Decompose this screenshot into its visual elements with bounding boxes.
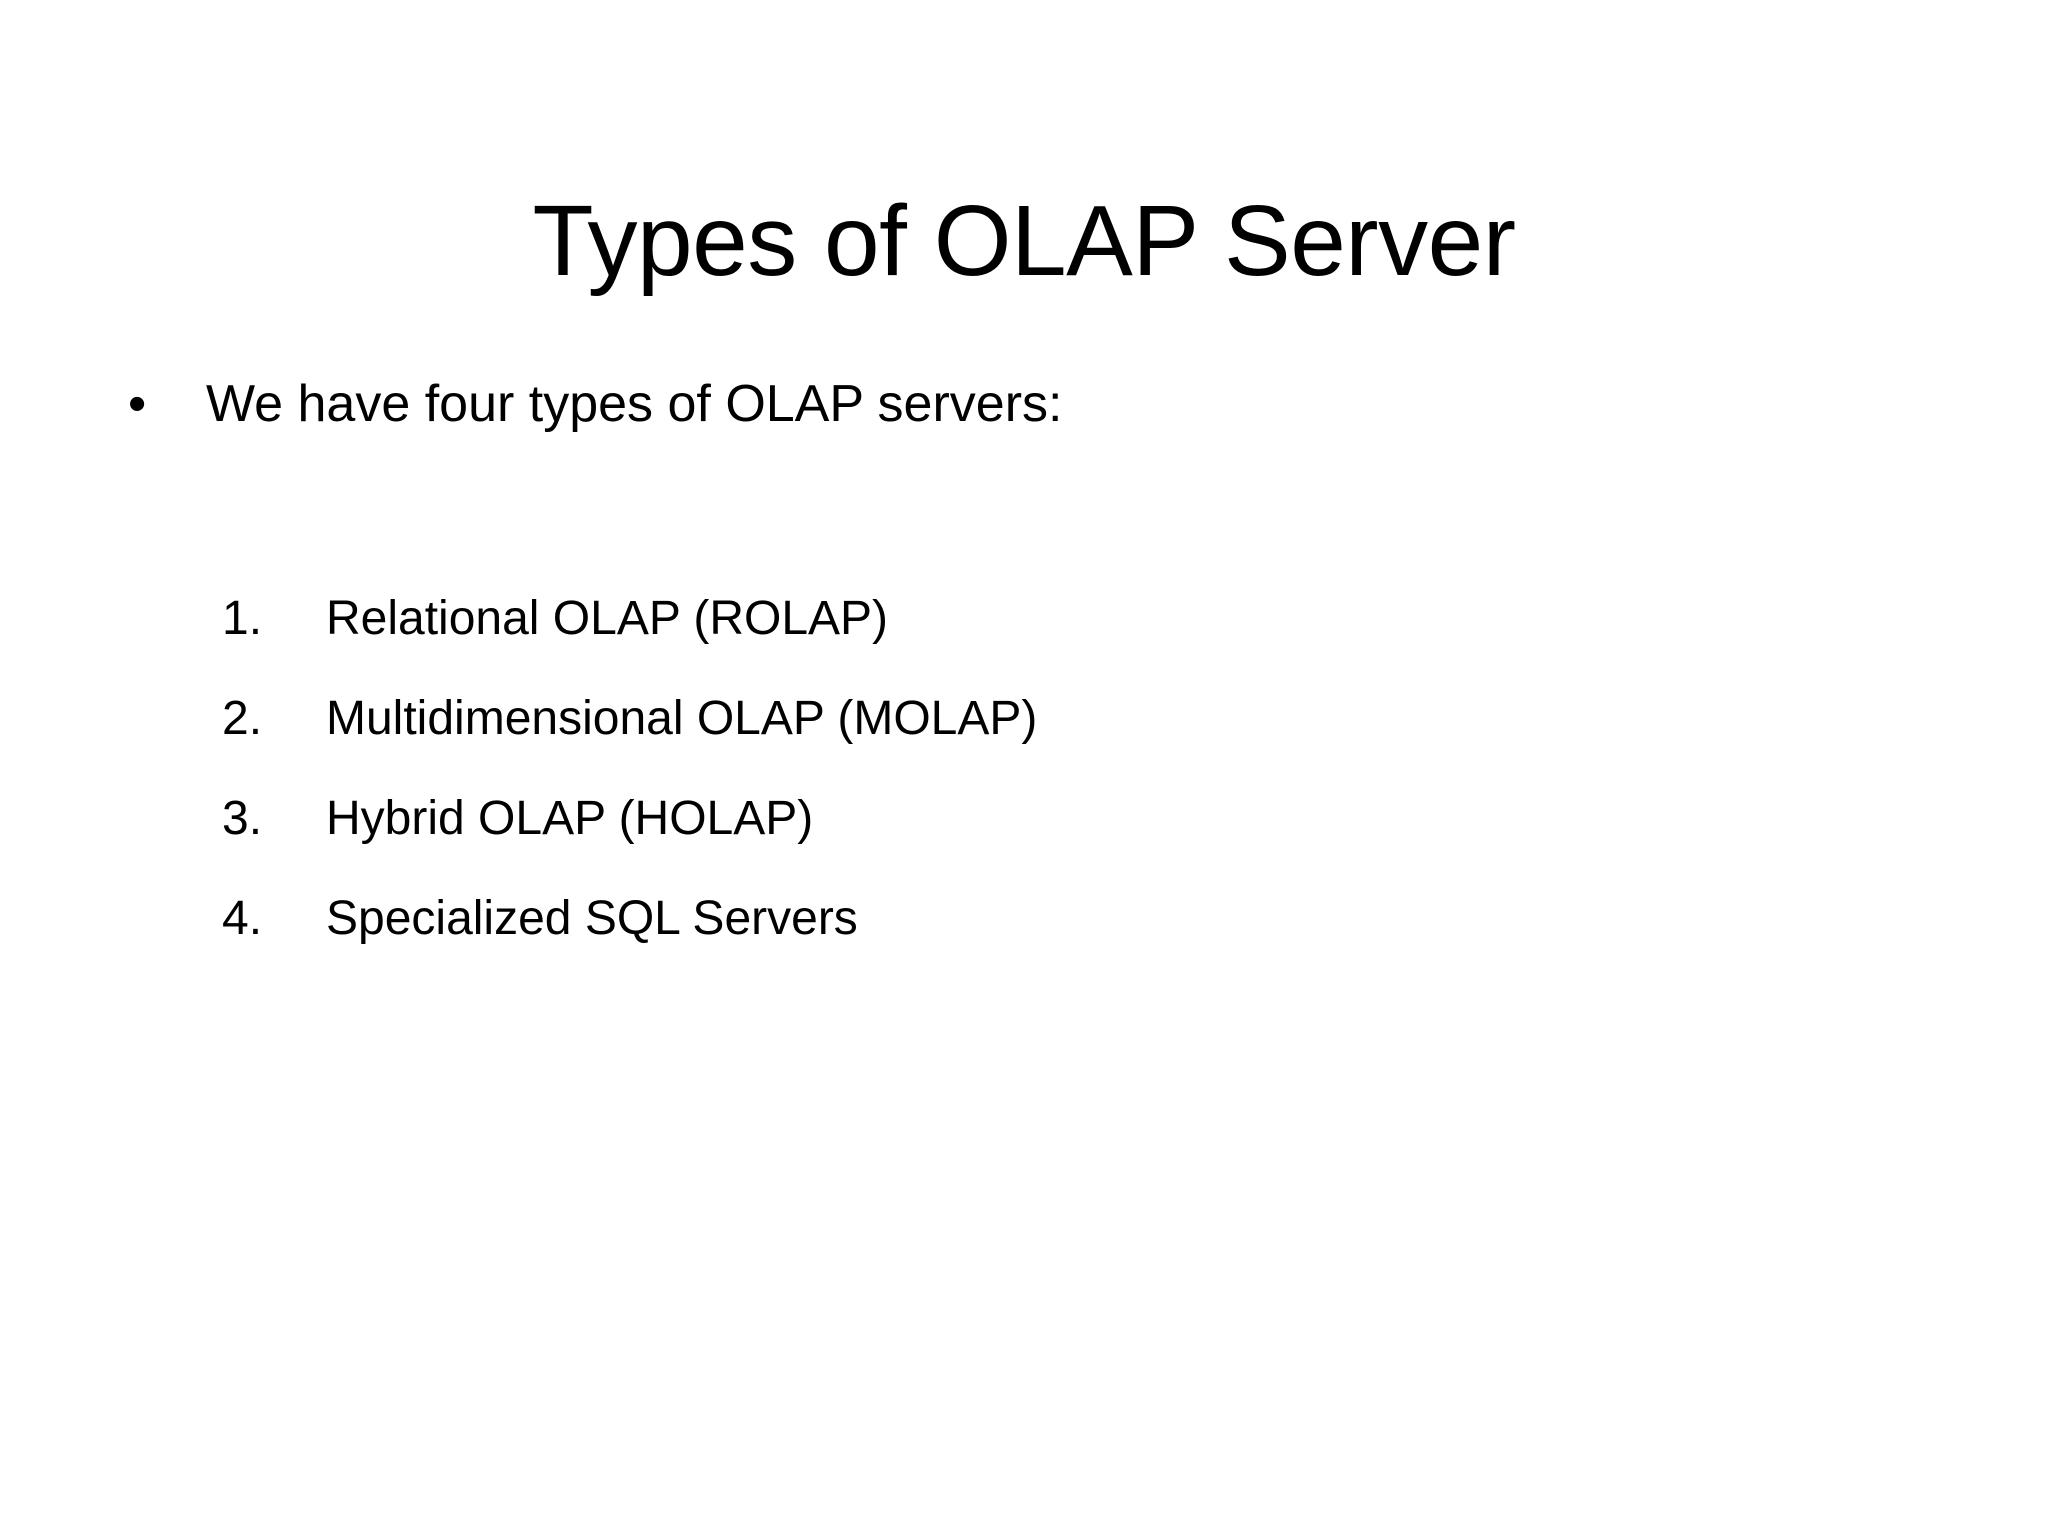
page-title: Types of OLAP Server [532,185,1516,297]
list-item: 3. Hybrid OLAP (HOLAP) [222,788,1822,888]
bullet-list-item: • We have four types of OLAP servers: [118,372,1062,436]
list-item-number: 2. [222,692,263,745]
list-item: 2. Multidimensional OLAP (MOLAP) [222,688,1822,788]
list-item-label: Hybrid OLAP (HOLAP) [326,792,814,845]
list-item: 1. Relational OLAP (ROLAP) [222,588,1822,688]
list-item-number: 3. [222,792,263,845]
list-item-label: Relational OLAP (ROLAP) [326,592,889,645]
list-item-number: 1. [222,592,263,645]
bullet-point-icon: • [128,375,147,433]
bullet-item-label: We have four types of OLAP servers: [206,375,1063,433]
numbered-list: 1. Relational OLAP (ROLAP) 2. Multidimen… [222,588,1822,988]
list-item-label: Multidimensional OLAP (MOLAP) [326,692,1038,745]
list-item-number: 4. [222,892,263,945]
list-item-label: Specialized SQL Servers [326,892,858,945]
list-item: 4. Specialized SQL Servers [222,888,1822,988]
